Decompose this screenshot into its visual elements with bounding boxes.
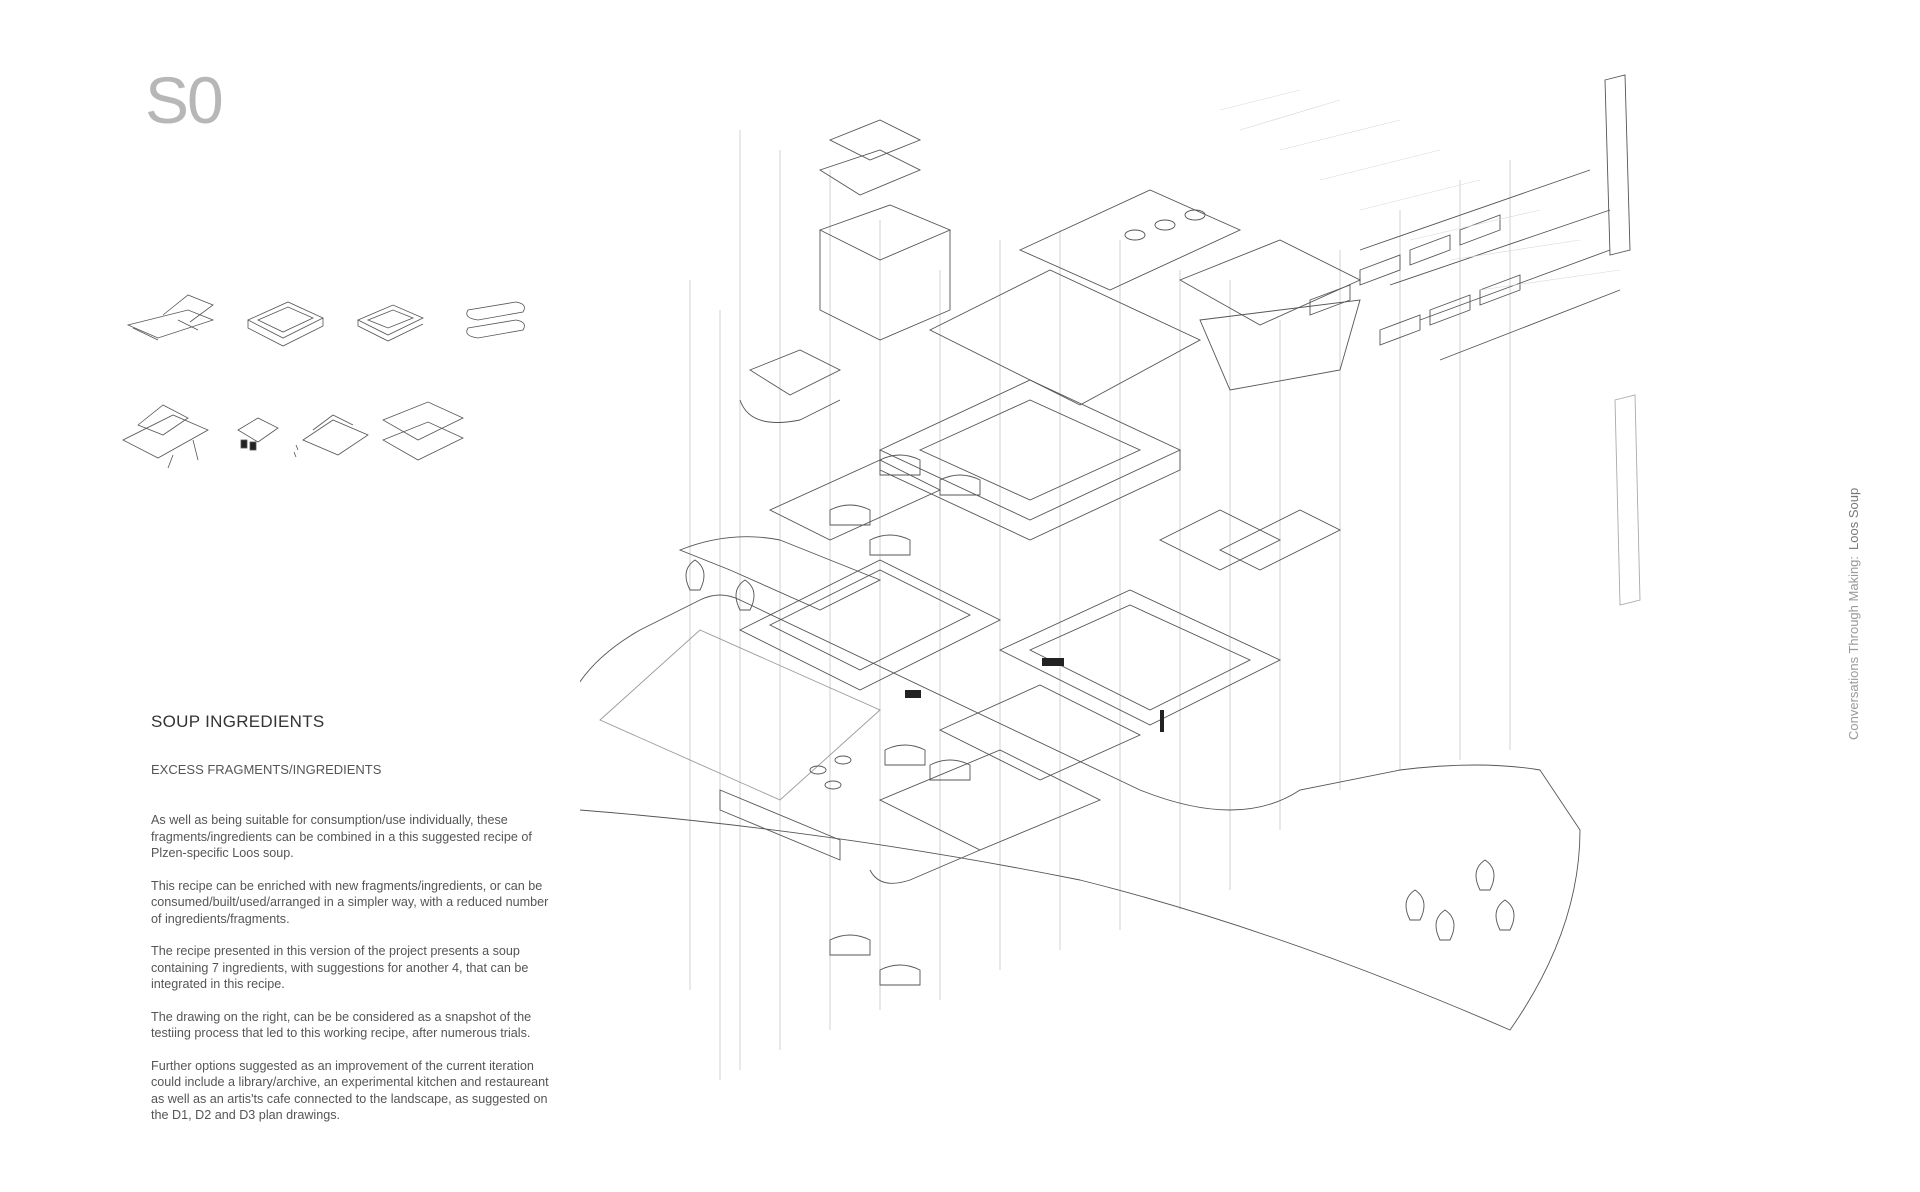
section-subheading: EXCESS FRAGMENTS/INGREDIENTS [151, 762, 382, 777]
paragraph-2: This recipe can be enriched with new fra… [151, 878, 549, 926]
thumbnail-fragment-5 [122, 404, 209, 469]
thumbnail-drawings [122, 294, 525, 469]
description-text: As well as being suitable for consumptio… [151, 812, 551, 1140]
thumbnail-fragment-6 [237, 417, 279, 451]
fragment-thumbnails [118, 290, 548, 490]
sheet-code: S0 [145, 63, 224, 137]
thumbnail-fragment-3 [357, 304, 424, 342]
thumbnail-fragment-7 [293, 414, 369, 458]
side-caption-title: Loos Soup [1846, 487, 1861, 550]
projection-lines [689, 130, 1511, 1080]
axonometric-svg [558, 74, 1641, 1080]
side-caption-prefix: Conversations Through Making: [1846, 555, 1861, 740]
paragraph-3: The recipe presented in this version of … [151, 944, 529, 991]
thumbnail-fragment-4 [466, 301, 525, 339]
thumbnail-fragment-8 [382, 401, 464, 461]
thumbnail-fragment-1 [126, 294, 215, 341]
thumbnail-fragment-2 [247, 301, 324, 347]
paragraph-5: Further options suggested as an improvem… [151, 1058, 549, 1123]
building-fragments [558, 74, 1641, 1031]
paragraph-1: As well as being suitable for consumptio… [151, 813, 532, 860]
dark-details [905, 658, 1164, 732]
paragraph-4: The drawing on the right, can be be cons… [151, 1009, 532, 1041]
section-heading: SOUP INGREDIENTS [151, 712, 325, 731]
side-caption: Conversations Through Making: Loos Soup [1846, 488, 1861, 740]
exploded-axonometric-drawing [558, 70, 1680, 1140]
faint-annotations [1219, 89, 1621, 291]
